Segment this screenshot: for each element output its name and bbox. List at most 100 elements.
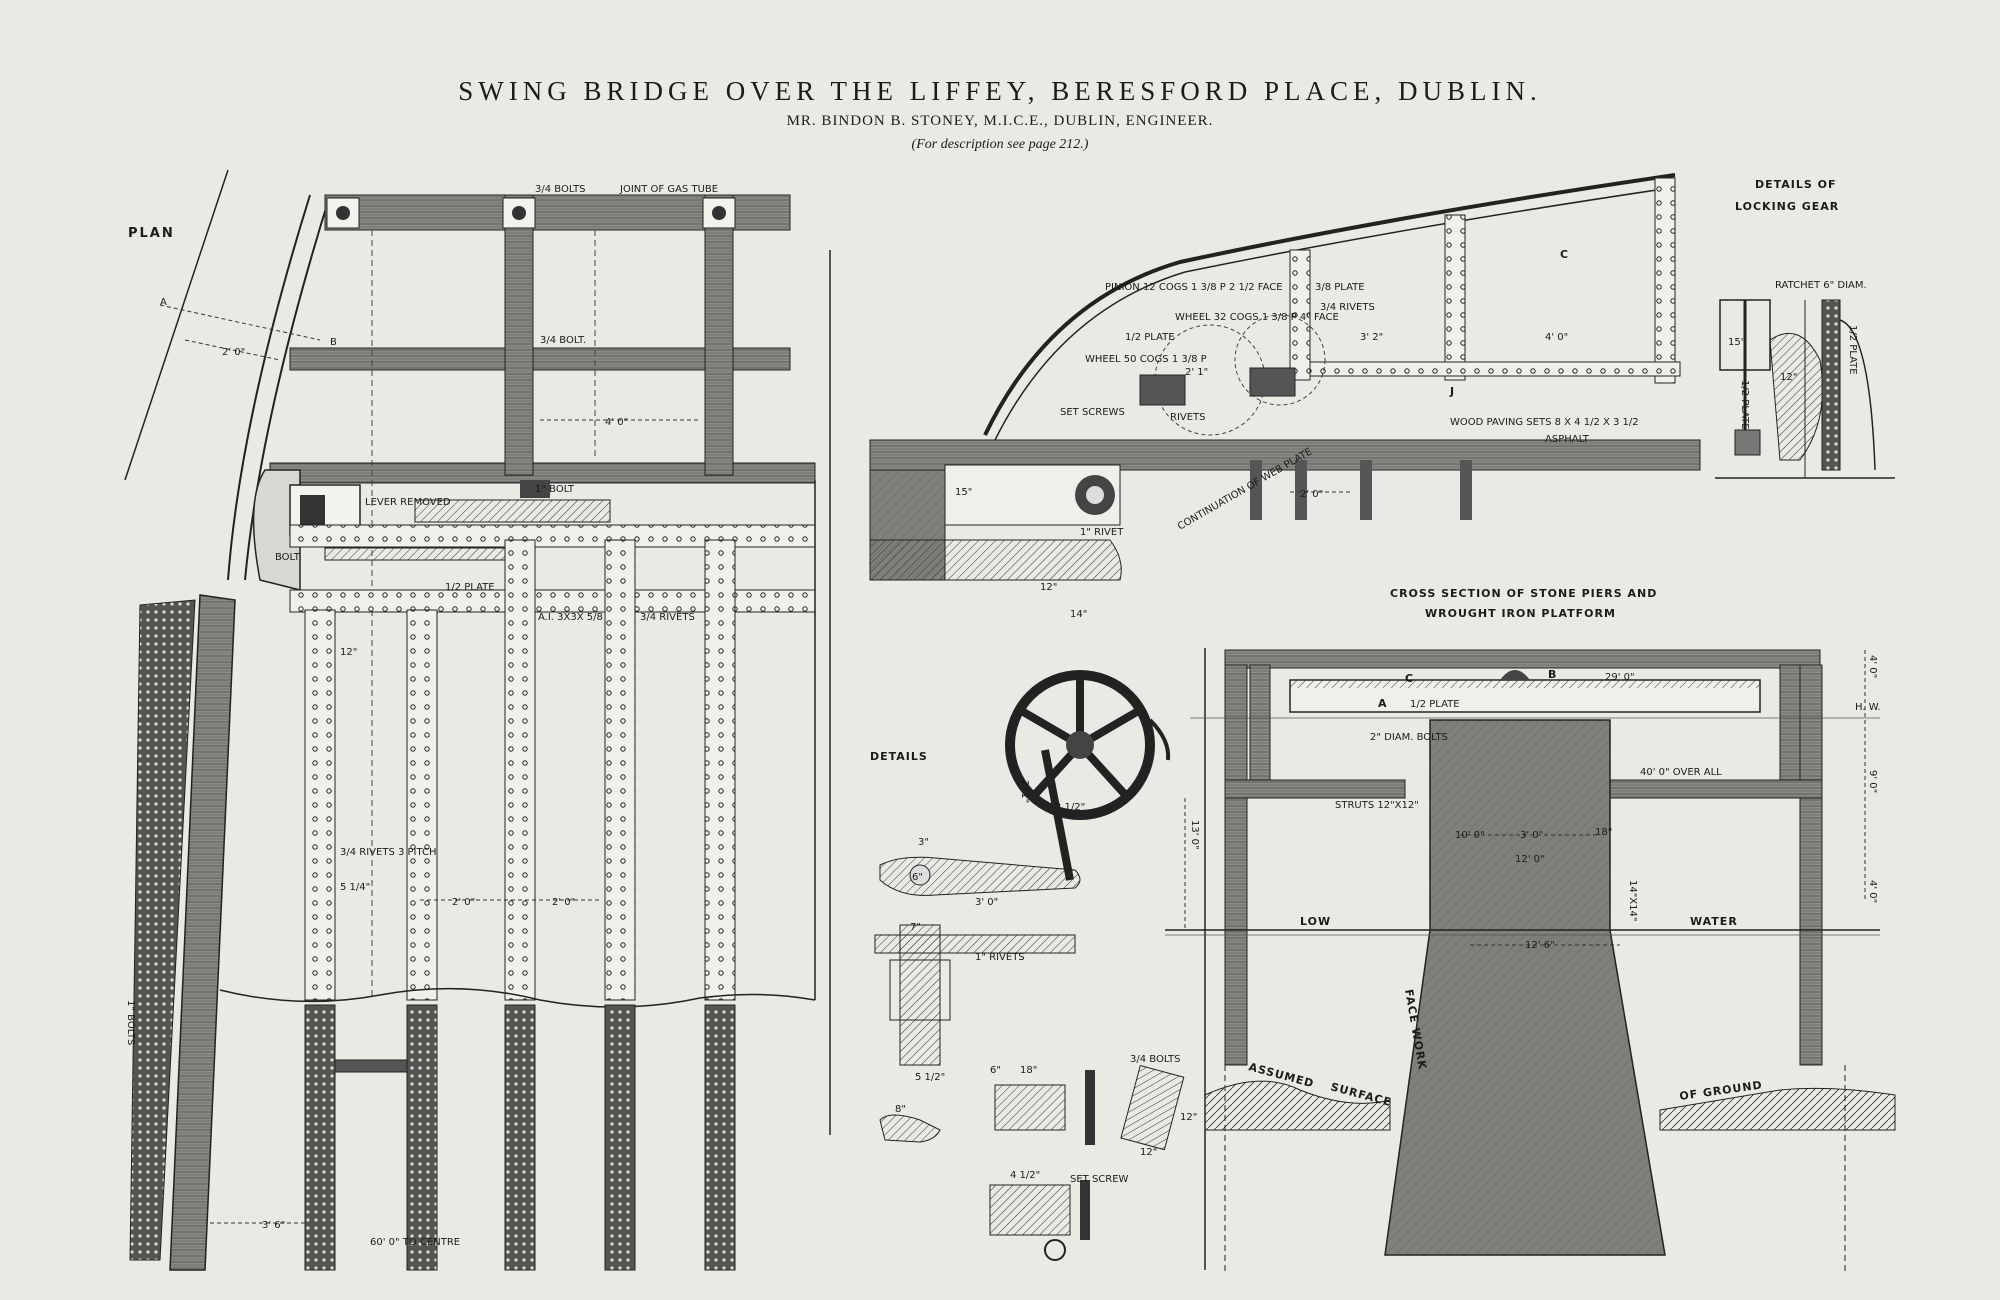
girder-5: [704, 539, 736, 1001]
section-dia-bolts: 2" DIAM. BOLTS: [1370, 732, 1448, 743]
detail-bracket: [994, 1084, 1066, 1131]
plan-spacing-4: 4' 0": [605, 417, 628, 428]
elev-plate-side: 1/2 PLATE: [1125, 332, 1175, 343]
plan-side-bolts: 1" BOLTS: [125, 1000, 136, 1045]
plan-rivets-label: 3/4 RIVETS: [640, 612, 695, 623]
locking-dim-12: 12": [1780, 372, 1797, 383]
plan-view: PLAN: [124, 169, 816, 1271]
locking-casting: [1769, 332, 1823, 461]
curb-edge-inner: [227, 194, 311, 581]
description-note: (For description see page 212.): [911, 137, 1089, 152]
cross-plate-lower: [289, 589, 816, 613]
cross-plate: [289, 524, 816, 548]
section-dim-12: 12' 0": [1515, 854, 1545, 865]
section-dim-14: 14"X14": [1627, 880, 1638, 922]
section-dim-10: 10' 0": [1455, 830, 1485, 841]
crank-arm: [1041, 749, 1074, 881]
vertical-timber-2: [704, 194, 734, 476]
section-dim-18: 18": [1595, 827, 1612, 838]
detail-set-screw-block: [989, 1184, 1071, 1236]
section-dim-3: 3' 0": [1520, 830, 1543, 841]
elev-asphalt: ASPHALT: [1545, 434, 1590, 445]
inch-bolt-block: [520, 480, 550, 498]
elevation-view: PINION 12 COGS 1 3/8 P 2 1/2 FACE 3/8 PL…: [869, 173, 1701, 620]
locking-dim-15: 15": [1728, 337, 1745, 348]
elev-point-c: C: [1560, 248, 1569, 261]
plan-dim-12: 12": [340, 647, 357, 658]
girder-4: [604, 539, 636, 1001]
section-point-a: A: [1378, 697, 1388, 710]
elev-rivet: 1" RIVET: [1080, 527, 1124, 538]
elev-point-j: J: [1449, 385, 1455, 398]
locking-heading-2: LOCKING GEAR: [1735, 200, 1839, 213]
girder-3: [504, 539, 536, 1001]
details-bolts: 3/4 BOLTS: [1130, 1054, 1180, 1065]
lower-girder-4: [604, 1004, 636, 1271]
plan-point-b: B: [330, 337, 337, 348]
details-dim-6b: 6": [990, 1065, 1001, 1076]
bearing-block: [1139, 374, 1186, 406]
plan-point-a: A: [160, 297, 167, 308]
plan-dim-36: 3' 6": [262, 1220, 285, 1231]
section-pile-left: [1224, 664, 1248, 1066]
section-heading-1: CROSS SECTION OF STONE PIERS AND: [1390, 587, 1657, 600]
plan-dim-2b: 2' 0": [552, 897, 575, 908]
elev-dim-31: 3' 2": [1360, 332, 1383, 343]
curb-edge: [244, 194, 331, 581]
vertical-timber-1: [504, 194, 534, 476]
section-dim-40a: 4' 0": [1867, 655, 1878, 678]
detail-plate: [1120, 1064, 1185, 1151]
rack-bar: [414, 499, 611, 523]
section-dim-40b: 4' 0": [1867, 880, 1878, 903]
elev-dim-12: 12": [1040, 582, 1057, 593]
riveted-girders: [304, 539, 736, 1001]
lever-block: [300, 495, 325, 525]
elev-set-screws: SET SCREWS: [1060, 407, 1125, 418]
plan-dim-5: 5 1/4": [340, 882, 370, 893]
plan-inch-bolt: 1" BOLT: [535, 484, 575, 495]
lever-arm: [879, 856, 1081, 896]
plan-joint-label: JOINT OF GAS TUBE: [619, 184, 718, 195]
ground-right: [1659, 1087, 1896, 1131]
section-dim-13: 13' 0": [1189, 820, 1200, 850]
ground-left: [1204, 1080, 1391, 1131]
details-dim-18: 18": [1020, 1065, 1037, 1076]
side-rail: [129, 599, 196, 1261]
elev-wheel-32: WHEEL 32 COGS 1 3/8 P 4" FACE: [1175, 312, 1339, 323]
section-dim-base: 12' 6": [1525, 940, 1555, 951]
details-dim-5: 5 1/2": [915, 1072, 945, 1083]
elev-paving: WOOD PAVING SETS 8 X 4 1/2 X 3 1/2: [1450, 417, 1639, 428]
elev-rivets-low: RIVETS: [1170, 412, 1206, 423]
pier-cap: [869, 539, 1122, 581]
details-dim-12b: 12": [1140, 1147, 1157, 1158]
locking-ratchet: RATCHET 6" DIAM.: [1775, 280, 1867, 291]
wheel-32-outline: [1234, 314, 1326, 406]
details-dim-3b: 3' 0": [975, 897, 998, 908]
strut-right: [1609, 779, 1823, 799]
elev-rivets: 3/4 RIVETS: [1320, 302, 1375, 313]
detail-clip: [879, 1114, 941, 1143]
section-dim-29: 29' 0": [1605, 672, 1635, 683]
section-point-c: C: [1405, 672, 1414, 685]
lower-girder-3: [504, 1004, 536, 1271]
plan-heading: PLAN: [128, 226, 175, 241]
details-dim-2: 2' 1": [1019, 780, 1030, 803]
elev-plate-top: 3/8 PLATE: [1315, 282, 1365, 293]
details-dim-8: 8": [895, 1104, 906, 1115]
girder-1: [304, 609, 336, 1001]
bottom-flange: [1309, 361, 1681, 377]
curved-side-plank: [169, 594, 236, 1271]
arched-girder-inner: [994, 187, 1671, 441]
locking-plate-a: 1/2 PLATE: [1847, 325, 1858, 375]
section-struts: STRUTS 12"X12": [1335, 800, 1419, 811]
girder-brace: [334, 1059, 408, 1073]
lower-girders: [304, 1004, 736, 1271]
elev-dim-20: 2' 0": [1300, 489, 1323, 500]
details-rivets: 1" RIVETS: [975, 952, 1025, 963]
arched-girder-top: [983, 173, 1676, 436]
mid-timber: [289, 347, 791, 371]
section-heading-2: WROUGHT IRON PLATFORM: [1425, 607, 1616, 620]
locking-gear-view: DETAILS OF LOCKING GEAR RATCHET 6" DIAM.…: [1715, 178, 1895, 479]
plan-lever-label: LEVER REMOVED: [365, 497, 451, 508]
section-top-beam: [1224, 649, 1821, 669]
